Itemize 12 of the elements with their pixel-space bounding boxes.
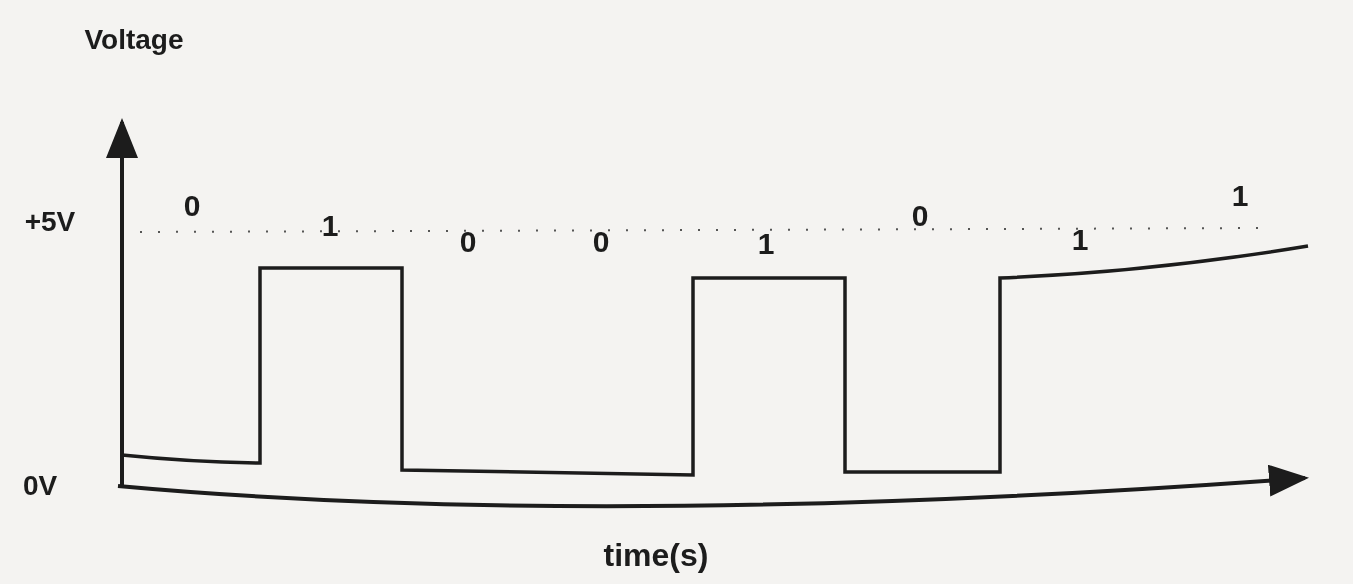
axis-title: Voltage — [84, 24, 184, 56]
bit-label: 1 — [757, 227, 775, 261]
bit-label: 1 — [1071, 223, 1089, 257]
bit-label: 0 — [183, 189, 201, 223]
bit-label: 1 — [321, 209, 339, 243]
axis-title: time(s) — [603, 536, 709, 574]
tick-label: +5V — [24, 206, 76, 238]
bit-label: 1 — [1231, 179, 1249, 213]
tick-label: 0V — [22, 470, 58, 502]
bit-label: 0 — [911, 199, 929, 233]
bit-label: 0 — [592, 225, 610, 259]
bit-label: 0 — [459, 225, 477, 259]
